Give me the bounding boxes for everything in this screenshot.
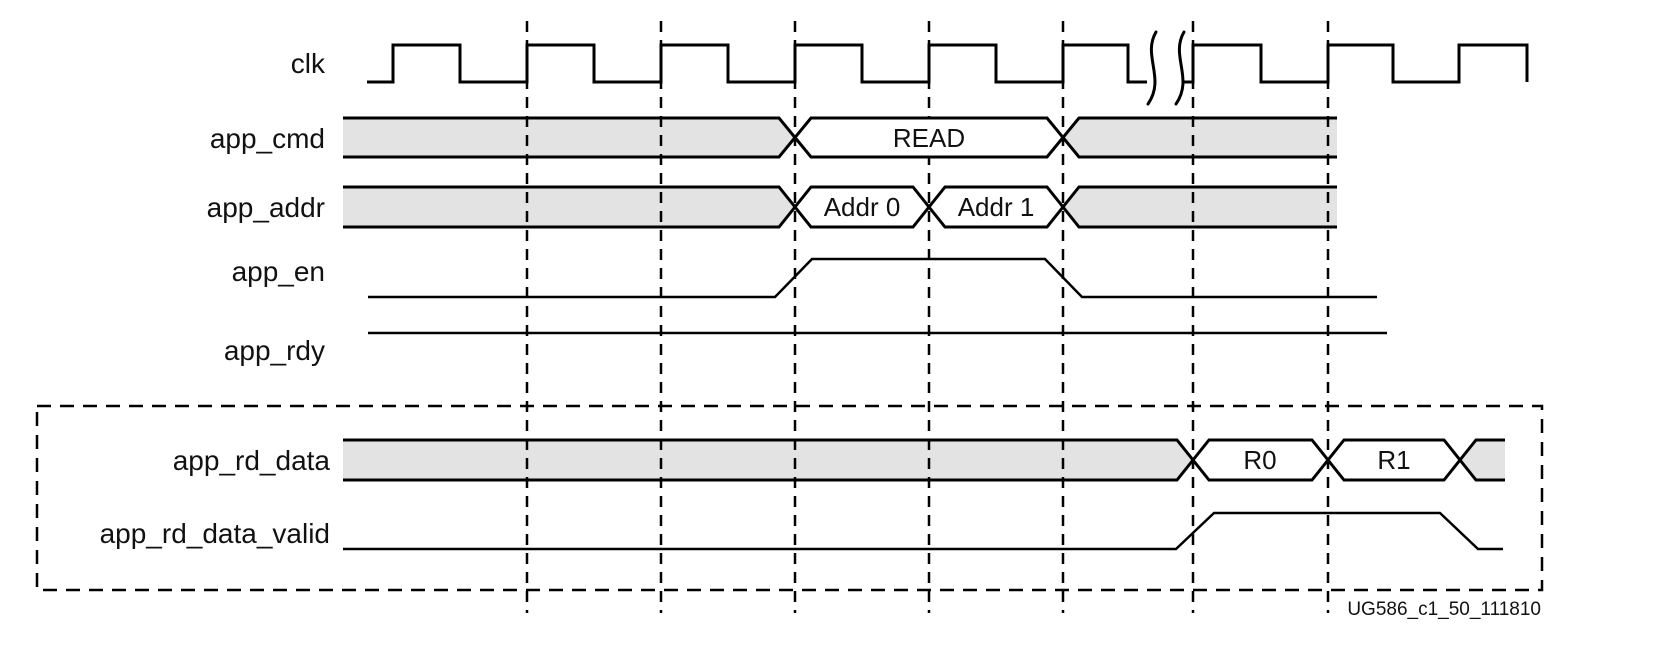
label-app-en: app_en — [232, 256, 325, 287]
app-addr-value-0: Addr 0 — [824, 192, 901, 222]
time-break-icon — [1146, 30, 1186, 106]
app-rd-data-bus-fill-right — [1460, 440, 1505, 480]
clk-wave — [367, 43, 1529, 84]
app-addr-bus-edge-right — [1061, 185, 1337, 229]
label-app-addr: app_addr — [207, 192, 325, 223]
app-cmd-bus-fill-right — [1063, 118, 1337, 157]
app-addr-bus-fill-right — [1063, 187, 1337, 227]
signal-app-cmd: READ — [343, 116, 1337, 159]
label-app-rdy: app_rdy — [224, 335, 325, 366]
signal-app-rd-data: R0 R1 — [343, 438, 1505, 482]
signal-labels: clk app_cmd app_addr app_en app_rdy app_… — [100, 48, 331, 549]
app-rd-data-valid-wave — [343, 511, 1503, 551]
signal-app-en — [368, 257, 1377, 299]
app-rd-data-value-r1: R1 — [1377, 445, 1410, 475]
signal-app-rd-data-valid — [343, 511, 1503, 551]
app-addr-bus-fill-left — [343, 187, 795, 227]
app-rd-data-value-r0: R0 — [1243, 445, 1276, 475]
app-rd-data-bus-fill-left — [343, 440, 1193, 480]
app-cmd-bus-edge-right — [1061, 116, 1337, 159]
app-rd-data-bus-edge-right — [1458, 438, 1505, 482]
read-data-dashed-box — [35, 404, 1544, 592]
figure-caption: UG586_c1_50_111810 — [1347, 599, 1541, 620]
label-app-rd-data-valid: app_rd_data_valid — [100, 518, 330, 549]
bus-fills — [343, 118, 1505, 480]
app-addr-value-1: Addr 1 — [958, 192, 1035, 222]
app-cmd-bus-fill-left — [343, 118, 795, 157]
signal-clk — [367, 30, 1529, 106]
signal-app-addr: Addr 0 Addr 1 — [343, 185, 1337, 229]
label-app-rd-data: app_rd_data — [173, 445, 331, 476]
label-app-cmd: app_cmd — [210, 123, 325, 154]
label-clk: clk — [291, 48, 326, 79]
app-en-wave — [368, 257, 1377, 299]
app-cmd-value-read: READ — [893, 123, 965, 153]
gridlines — [525, 21, 1330, 613]
